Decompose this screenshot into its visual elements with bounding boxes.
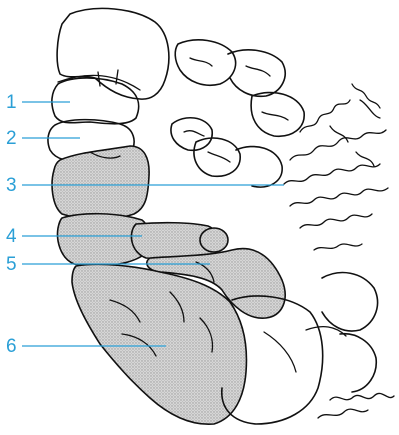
lobule-1 bbox=[52, 78, 139, 124]
right-folia-2 bbox=[290, 130, 386, 160]
label-2-text: 2 bbox=[6, 128, 17, 149]
upper-right-lobule-f bbox=[236, 147, 282, 187]
right-folia-5 bbox=[300, 214, 372, 228]
lower-right-lobe bbox=[322, 273, 378, 331]
right-folia-1 bbox=[300, 100, 350, 132]
right-folia-7 bbox=[352, 84, 380, 118]
lower-right-lobe-2 bbox=[340, 334, 376, 392]
lobule-4-knob bbox=[200, 228, 228, 252]
upper-right-lobule-d bbox=[171, 118, 212, 151]
upper-right-lobule-b bbox=[228, 50, 285, 96]
upper-right-lobule-c bbox=[251, 93, 304, 137]
lower-right-squiggle bbox=[330, 393, 394, 400]
lower-right-fold bbox=[264, 332, 296, 372]
right-folia-3 bbox=[284, 164, 380, 184]
label-2: 2 bbox=[6, 128, 80, 149]
right-folia-4 bbox=[290, 188, 388, 206]
label-5-text: 5 bbox=[6, 254, 17, 275]
label-1-text: 1 bbox=[6, 92, 17, 113]
right-folia-6 bbox=[314, 244, 362, 250]
label-4-text: 4 bbox=[6, 226, 17, 247]
upper-right-fold-2 bbox=[184, 131, 204, 136]
label-3-text: 3 bbox=[6, 175, 17, 196]
lower-right-squiggle-2 bbox=[318, 409, 368, 418]
upper-lobule bbox=[57, 8, 169, 99]
label-6-text: 6 bbox=[6, 336, 17, 357]
upper-right-lobule-e bbox=[194, 138, 240, 176]
label-1: 1 bbox=[6, 92, 70, 113]
right-folia-8 bbox=[330, 126, 374, 166]
